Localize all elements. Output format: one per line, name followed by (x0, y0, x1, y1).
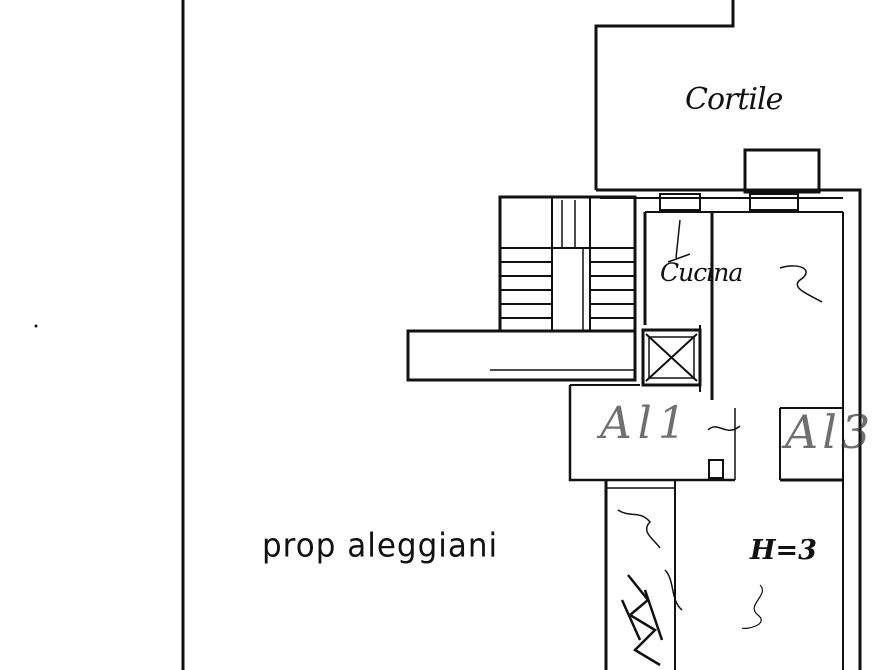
neighbor-property-label: prop aleggiani (262, 527, 499, 565)
corridor-scribble-2 (664, 569, 683, 611)
wave-scribble (707, 425, 741, 432)
corridor-scribble (617, 509, 661, 549)
ceiling-height-label: H=3 (750, 535, 817, 566)
elevator-shaft (641, 328, 702, 387)
stairwell (498, 195, 637, 333)
handwritten-room-b: Al3 (785, 405, 875, 459)
corridor-hatch (620, 574, 664, 667)
handwritten-room-a: Al1 (600, 398, 692, 449)
window-1 (659, 193, 701, 211)
wall-fixture (708, 459, 724, 479)
building-outer-wall (596, 188, 862, 670)
landing-corridor (406, 329, 637, 382)
stray-dot (34, 324, 38, 328)
kitchen-scribble (779, 265, 823, 303)
height-scribble (741, 584, 763, 630)
arrow-scribble (667, 219, 691, 263)
courtyard-box (743, 148, 821, 194)
kitchen-label: Cucina (660, 258, 743, 287)
lower-room-wall (568, 385, 735, 482)
courtyard-wall (594, 0, 735, 190)
courtyard-label: Cortile (685, 82, 783, 117)
window-2 (749, 193, 799, 211)
